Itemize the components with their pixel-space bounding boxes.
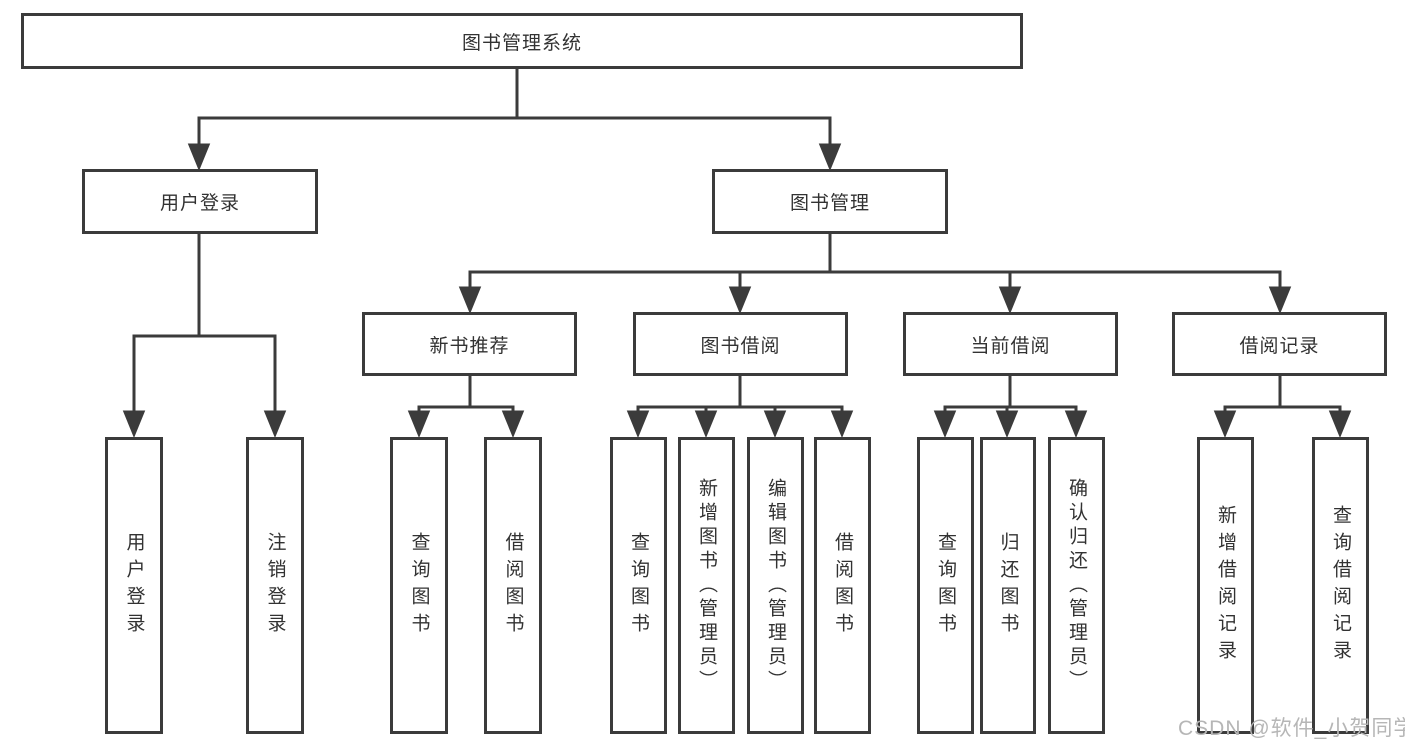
connector-book-management-to-level3 [458, 231, 1292, 314]
leaf-newbook-borrow-book: 借阅图书 [484, 437, 542, 734]
node-book-management-label: 图书管理 [789, 193, 870, 214]
connector-current-borrow-branch [933, 374, 1088, 438]
leaf-borrow-query-book-label: 查询图书 [628, 531, 649, 640]
connector-borrow-records-branch [1213, 374, 1352, 438]
leaf-user-login: 用户登录 [105, 437, 163, 734]
node-user-login-label: 用户登录 [159, 193, 240, 214]
leaf-add-borrow-record: 新增借阅记录 [1197, 437, 1254, 734]
leaf-add-book-admin-label: 新增图书（管理员） [696, 477, 717, 694]
leaf-edit-book-admin: 编辑图书（管理员） [747, 437, 804, 734]
leaf-user-login-label: 用户登录 [123, 531, 145, 640]
node-book-management: 图书管理 [712, 169, 948, 234]
leaf-confirm-return-admin: 确认归还（管理员） [1048, 437, 1105, 734]
watermark-text: CSDN @软件_小贺同学 [1178, 717, 1405, 740]
node-borrow-records: 借阅记录 [1172, 312, 1387, 376]
leaf-logout-label: 注销登录 [264, 531, 286, 640]
leaf-return-book-label: 归还图书 [997, 531, 1019, 640]
node-book-borrow-label: 图书借阅 [700, 335, 781, 357]
leaf-query-borrow-record-label: 查询借阅记录 [1330, 504, 1351, 667]
leaf-newbook-query-book-label: 查询图书 [408, 531, 430, 640]
connector-user-login-branch [122, 231, 287, 438]
node-borrow-records-label: 借阅记录 [1239, 335, 1320, 357]
connector-book-borrow-branch [626, 374, 854, 438]
node-root-label: 图书管理系统 [461, 32, 582, 54]
leaf-query-borrow-record: 查询借阅记录 [1312, 437, 1369, 734]
leaf-add-book-admin: 新增图书（管理员） [678, 437, 735, 734]
leaf-newbook-borrow-book-label: 借阅图书 [502, 531, 524, 640]
node-book-borrow: 图书借阅 [633, 312, 848, 376]
leaf-borrow-borrow-book-label: 借阅图书 [832, 531, 853, 640]
node-user-login: 用户登录 [82, 169, 318, 234]
leaf-add-borrow-record-label: 新增借阅记录 [1215, 504, 1236, 667]
leaf-borrow-query-book: 查询图书 [610, 437, 667, 734]
leaf-borrow-borrow-book: 借阅图书 [814, 437, 871, 734]
node-current-borrow: 当前借阅 [903, 312, 1118, 376]
leaf-current-query-book: 查询图书 [917, 437, 974, 734]
leaf-confirm-return-admin-label: 确认归还（管理员） [1066, 477, 1087, 694]
node-new-book-recommend: 新书推荐 [362, 312, 577, 376]
leaf-newbook-query-book: 查询图书 [390, 437, 448, 734]
leaf-current-query-book-label: 查询图书 [935, 531, 956, 640]
connector-new-book-branch [407, 374, 525, 438]
node-new-book-recommend-label: 新书推荐 [429, 335, 510, 357]
node-root: 图书管理系统 [21, 13, 1023, 69]
connector-root-to-level2 [187, 66, 842, 171]
leaf-logout: 注销登录 [246, 437, 304, 734]
leaf-edit-book-admin-label: 编辑图书（管理员） [765, 477, 786, 694]
node-current-borrow-label: 当前借阅 [970, 335, 1051, 357]
leaf-return-book: 归还图书 [980, 437, 1036, 734]
